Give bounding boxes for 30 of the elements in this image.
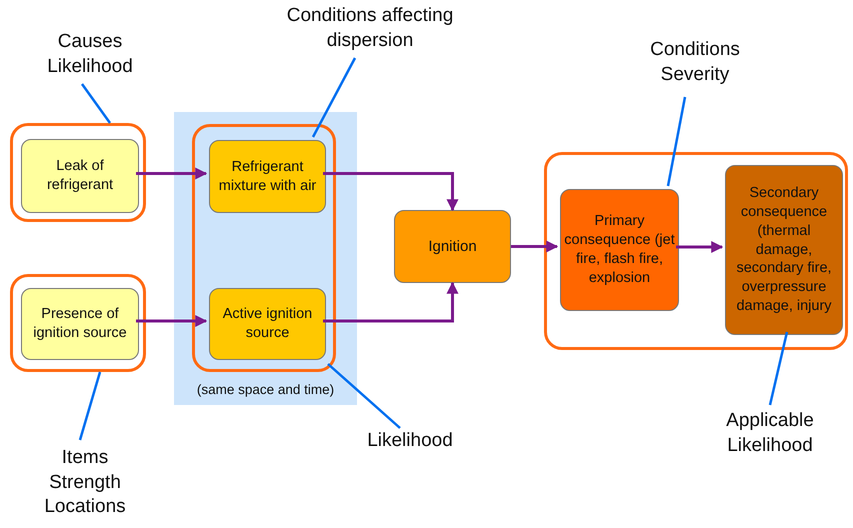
band-caption: (same space and time) [196, 381, 334, 399]
process-box: Refrigerant mixture with air [209, 140, 326, 213]
process-box: Ignition [394, 210, 511, 283]
leader-line [327, 363, 401, 429]
process-box: Active ignition source [209, 288, 326, 360]
leader-line [666, 96, 686, 186]
annotation-text: Conditions Severity [620, 33, 770, 93]
annotation-text: Likelihood [355, 428, 465, 454]
leader-line [80, 83, 112, 124]
flow-arrow [676, 241, 724, 253]
process-box: Secondary consequence (thermal damage, secondary fire, overpressure damage, injury [725, 165, 843, 335]
annotation-text: Conditions affecting dispersion [250, 4, 490, 54]
flow-arrow [136, 315, 208, 327]
process-box: Presence of ignition source [21, 288, 139, 360]
annotation-text: Items Strength Locations [30, 440, 140, 526]
group-outline [10, 123, 146, 222]
annotation-text: Causes Likelihood [20, 30, 160, 80]
flow-arrow [511, 240, 558, 252]
group-outline [544, 152, 848, 350]
highlight-band [174, 112, 357, 405]
process-box: Leak of refrigerant [21, 139, 139, 213]
annotation-text: Applicable Likelihood [700, 405, 840, 463]
group-outline [10, 274, 146, 372]
flow-arrow [136, 168, 208, 180]
group-outline [192, 124, 336, 372]
leader-line [78, 372, 102, 440]
flow-arrow [323, 282, 458, 322]
leader-line [312, 57, 356, 138]
process-box: Primary consequence (jet fire, flash fire, explosion [560, 189, 679, 311]
flow-arrow [323, 172, 458, 212]
